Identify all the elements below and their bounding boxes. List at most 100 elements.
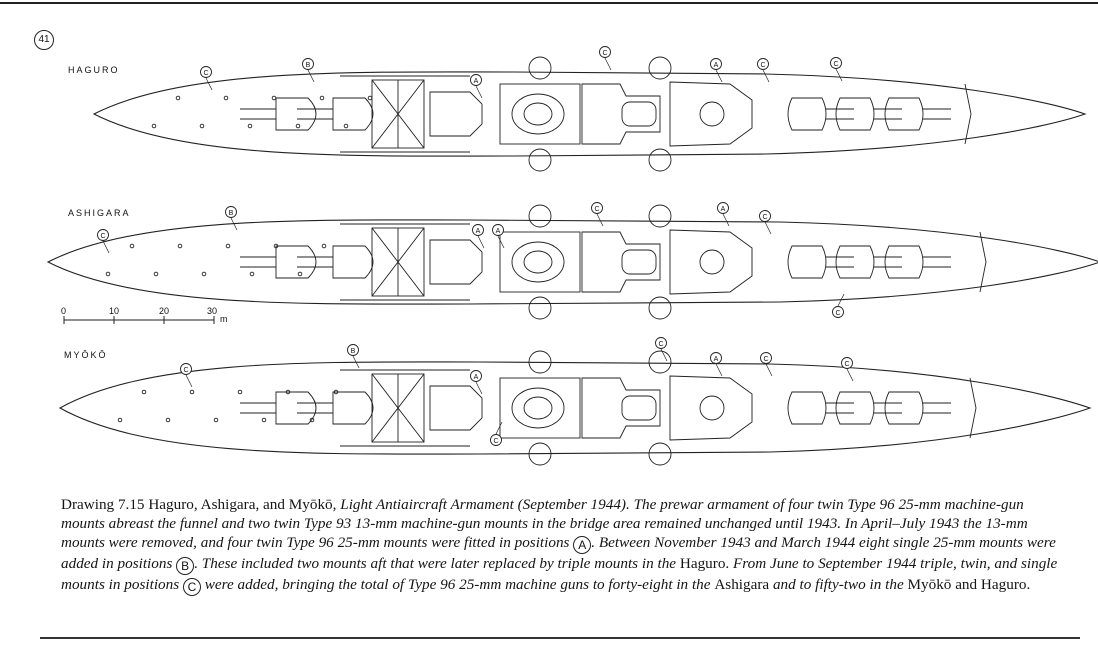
bridge xyxy=(669,229,753,295)
aa-gun-tub xyxy=(648,148,672,172)
deck-fitting xyxy=(237,389,243,395)
lattice xyxy=(371,79,425,149)
deck-fitting xyxy=(297,271,303,277)
funnel-inner xyxy=(523,396,553,420)
marker-leader xyxy=(715,69,723,83)
scale-tick-10: 10 xyxy=(109,306,119,316)
position-marker-circle xyxy=(710,58,722,70)
deck-fitting xyxy=(201,271,207,277)
deck-fitting xyxy=(247,123,253,129)
marker-leader xyxy=(230,217,238,231)
bow-break xyxy=(964,83,972,145)
position-marker-circle xyxy=(492,224,504,236)
position-marker-b: B xyxy=(306,62,311,69)
marker-leader xyxy=(102,240,110,254)
deck-fitting xyxy=(309,417,315,423)
mid-superstructure xyxy=(581,377,661,439)
position-marker-a: A xyxy=(474,78,479,85)
funnel-inner xyxy=(523,250,553,274)
figure-caption: Drawing 7.15 Haguro, Ashigara, and Myōkō… xyxy=(61,495,1061,596)
marker-leader xyxy=(307,69,315,83)
position-marker-c: C xyxy=(594,206,599,213)
position-marker-circle xyxy=(832,306,844,318)
marker-leader xyxy=(660,348,668,362)
position-marker-a: A xyxy=(714,62,719,69)
marker-leader xyxy=(722,213,730,227)
position-marker-c: C xyxy=(183,367,188,374)
position-marker-a: A xyxy=(496,228,501,235)
aa-gun-tub xyxy=(648,442,672,466)
fwd-turret-2 xyxy=(835,245,875,279)
deck-fitting xyxy=(151,123,157,129)
bow-break xyxy=(969,377,977,439)
marker-leader xyxy=(835,68,843,82)
caption-marker-a: A xyxy=(573,536,592,554)
deck-fitting xyxy=(189,389,195,395)
position-marker-a: A xyxy=(714,356,719,363)
marker-leader xyxy=(497,235,505,249)
aft-turret-1 xyxy=(275,391,317,425)
fore-funnel xyxy=(621,101,657,127)
position-marker-circle xyxy=(347,344,359,356)
deck-fitting xyxy=(175,95,181,101)
deck-fitting xyxy=(249,271,255,277)
fwd-turret-2 xyxy=(835,97,875,131)
position-marker-c: C xyxy=(844,361,849,368)
lattice xyxy=(371,227,425,297)
funnel-inner xyxy=(523,102,553,126)
position-marker-c: C xyxy=(658,341,663,348)
position-marker-c: C xyxy=(493,438,498,445)
caption-marker-c: C xyxy=(182,578,201,596)
marker-leader xyxy=(477,235,485,249)
aa-gun-tub xyxy=(648,296,672,320)
aft-turret-1 xyxy=(275,97,317,131)
position-marker-c: C xyxy=(602,50,607,57)
deck-fitting xyxy=(199,123,205,129)
funnel-outer xyxy=(511,93,565,135)
caption-part-3: . These included two mounts aft that wer… xyxy=(194,555,677,572)
caption-haguro: Haguro. xyxy=(679,555,730,572)
caption-part-2: . Between November 1943 and March 1944 e… xyxy=(61,534,1056,572)
position-marker-circle xyxy=(97,229,109,241)
bridge xyxy=(669,81,753,147)
deck-fitting xyxy=(285,389,291,395)
aft-turret-2 xyxy=(332,97,374,131)
position-marker-circle xyxy=(200,66,212,78)
deck-fitting xyxy=(117,417,123,423)
bridge xyxy=(669,375,753,441)
marker-leader xyxy=(715,363,723,377)
position-marker-circle xyxy=(470,74,482,86)
aa-gun-tub xyxy=(528,442,552,466)
fwd-turret-1 xyxy=(787,97,827,131)
marker-leader xyxy=(596,213,604,227)
ship-label-ashigara: ASHIGARA xyxy=(68,208,131,218)
aa-gun-tub xyxy=(648,204,672,228)
caption-part-6: and to fifty-two in the xyxy=(772,576,904,593)
aa-gun-tub xyxy=(528,204,552,228)
fwd-turret-1 xyxy=(787,391,827,425)
marker-leader xyxy=(475,85,483,99)
deck-fitting xyxy=(225,243,231,249)
position-marker-circle xyxy=(180,363,192,375)
deck-fitting xyxy=(333,389,339,395)
marker-leader xyxy=(495,421,503,435)
aa-gun-tub xyxy=(528,350,552,374)
position-marker-c: C xyxy=(760,62,765,69)
funnel-deck xyxy=(499,83,581,145)
position-marker-circle xyxy=(591,202,603,214)
deck-fitting xyxy=(343,123,349,129)
position-marker-c: C xyxy=(835,310,840,317)
position-marker-circle xyxy=(302,58,314,70)
fore-funnel xyxy=(621,395,657,421)
position-marker-b: B xyxy=(351,348,356,355)
caption-title: Light Antiaircraft Armament (September 1… xyxy=(340,496,630,513)
position-marker-circle xyxy=(490,434,502,446)
caption-part-5: were added, bringing the total of Type 9… xyxy=(204,576,711,593)
scale-tick-30: 30 xyxy=(207,306,217,316)
aa-gun-tub xyxy=(648,350,672,374)
fwd-turret-1 xyxy=(787,245,827,279)
marker-leader xyxy=(475,381,483,395)
